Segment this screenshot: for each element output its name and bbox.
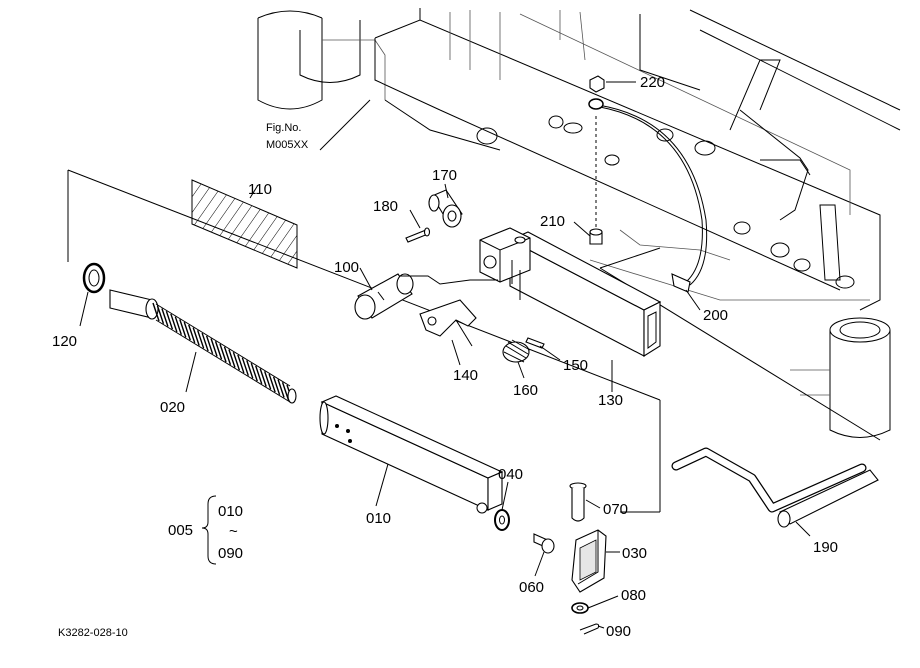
callout-100: 100 [334, 259, 359, 276]
part-210-bolt [589, 116, 603, 245]
thread-ridge [250, 362, 258, 382]
thread-ridge [237, 354, 245, 374]
callout-120: 120 [52, 333, 77, 350]
thread-ridge [219, 343, 227, 363]
callout-200: 200 [703, 307, 728, 324]
thread-ridge [259, 368, 267, 387]
thread-ridge [210, 338, 218, 357]
group-range-tilde: ~ [229, 523, 238, 540]
part-010-square-tube [319, 395, 504, 514]
callout-040: 040 [498, 466, 523, 483]
callout-140: 140 [453, 367, 478, 384]
thread-ridge [161, 308, 169, 327]
part-090-cotter-pin [579, 623, 600, 635]
thread-ridge [188, 324, 196, 344]
callout-080: 080 [621, 587, 646, 604]
part-130-tube-assembly [479, 227, 662, 357]
callout-210: 210 [540, 213, 565, 230]
thread-ridge [272, 376, 281, 396]
callout-060: 060 [519, 579, 544, 596]
thread-ridge [170, 313, 178, 333]
thread-ridge [228, 349, 236, 368]
callout-020: 020 [160, 399, 185, 416]
thread-ridge [241, 357, 249, 376]
part-080-washer [571, 602, 589, 614]
part-110-label-plate [191, 179, 298, 269]
thread-ridge [165, 310, 174, 330]
thread-ridge [268, 373, 276, 393]
part-160-spring [502, 339, 531, 363]
part-190-crank-handle [671, 447, 879, 528]
thread-ridge [197, 330, 205, 349]
thread-ridge [246, 360, 254, 379]
part-120-seal [82, 262, 106, 294]
fig-leader [319, 99, 371, 151]
thread-ridge [192, 327, 200, 346]
part-200-cable [597, 104, 708, 293]
thread-edge-top [155, 303, 291, 387]
fig-no-value: M005XX [266, 139, 309, 151]
callout-160: 160 [513, 382, 538, 399]
callout-110: 110 [248, 181, 272, 198]
part-070-pin [569, 482, 587, 522]
thread-ridge [214, 341, 223, 360]
thread-ridge [277, 379, 285, 398]
thread-ridge [156, 305, 165, 324]
thread-ridge [201, 332, 209, 352]
thread-ridge [232, 351, 241, 371]
group-range-end: 090 [218, 545, 243, 562]
thread-ridge [179, 319, 187, 338]
part-030-bracket [571, 529, 607, 593]
thread-ridge [183, 321, 191, 341]
group-range-start: 010 [218, 503, 243, 520]
thread-ridge [174, 316, 182, 335]
machine-frame [257, 8, 901, 438]
fig-no-caption: Fig.No. [266, 122, 301, 134]
callout-090: 090 [606, 623, 631, 640]
thread-edge-bottom [155, 319, 291, 403]
group-number: 005 [168, 522, 193, 539]
callout-190: 190 [813, 539, 838, 556]
part-170-bushing [428, 189, 463, 228]
part-100-knob [354, 273, 414, 320]
thread-ridge [152, 302, 160, 322]
part-140-lever [419, 299, 477, 347]
callout-150: 150 [563, 357, 588, 374]
part-180-pin [405, 227, 431, 243]
callout-170: 170 [432, 167, 457, 184]
thread-ridge [264, 371, 272, 390]
callout-010: 010 [366, 510, 391, 527]
callout-030: 030 [622, 545, 647, 562]
part-020-threaded-shaft [109, 289, 297, 404]
callout-070: 070 [603, 501, 628, 518]
callout-180: 180 [373, 198, 398, 215]
leader-lines [79, 81, 811, 629]
thread-ridge [205, 335, 214, 355]
drawing-code: K3282-028-10 [58, 627, 128, 639]
part-060-bolt [533, 533, 555, 554]
callout-220: 220 [640, 74, 665, 91]
callout-labels: Fig.No. M005XX 110 170 180 100 120 020 1… [52, 74, 838, 640]
callout-130: 130 [598, 392, 623, 409]
part-040-washer [494, 509, 510, 531]
thread-ridge [255, 365, 263, 385]
thread-ridge [223, 346, 232, 365]
part-220-nut [588, 75, 605, 110]
